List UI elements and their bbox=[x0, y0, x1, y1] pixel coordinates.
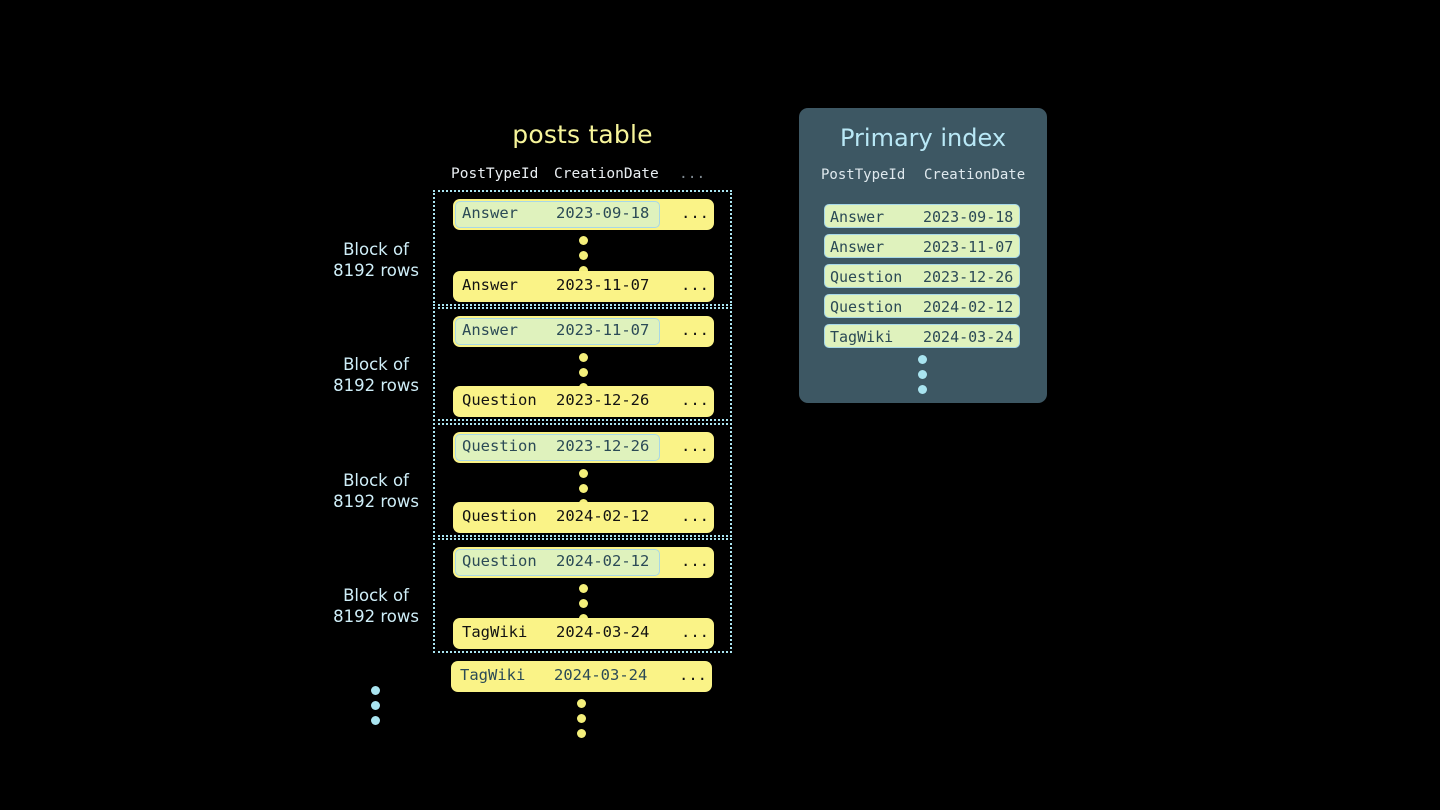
cell-creationdate: 2023-11-07 bbox=[923, 238, 1014, 256]
cell-posttypeid: Question bbox=[462, 437, 537, 455]
block-label-4: Block of 8192 rows bbox=[306, 585, 446, 627]
block-label-line2: 8192 rows bbox=[333, 261, 419, 280]
block-label-3: Block of 8192 rows bbox=[306, 470, 446, 512]
cell-creationdate: 2024-02-12 bbox=[556, 552, 650, 570]
block-label-1: Block of 8192 rows bbox=[306, 239, 446, 281]
cell-posttypeid: Question bbox=[462, 552, 537, 570]
index-row: Answer 2023-11-07 bbox=[824, 234, 1020, 258]
cell-more: ... bbox=[679, 666, 707, 684]
block-label-line2: 8192 rows bbox=[333, 492, 419, 511]
table-row: Question 2024-02-12 ... bbox=[453, 502, 714, 533]
cell-creationdate: 2023-11-07 bbox=[556, 276, 650, 294]
cell-posttypeid: TagWiki bbox=[460, 666, 526, 684]
cell-creationdate: 2024-03-24 bbox=[554, 666, 648, 684]
cell-creationdate: 2024-03-24 bbox=[923, 328, 1014, 346]
block-label-line1: Block of bbox=[343, 471, 409, 490]
posts-table-section: posts table PostTypeId CreationDate ... … bbox=[306, 120, 732, 744]
table-row: Answer 2023-09-18 ... bbox=[453, 199, 714, 230]
cell-more: ... bbox=[681, 204, 709, 222]
cell-posttypeid: Question bbox=[830, 268, 903, 286]
table-row: Question 2023-12-26 ... bbox=[453, 432, 714, 463]
block-3: Question 2023-12-26 ... Question 2024-02… bbox=[433, 423, 732, 537]
primary-index-column-headers: PostTypeId CreationDate bbox=[821, 167, 1027, 187]
posts-table-column-headers: PostTypeId CreationDate ... bbox=[451, 166, 712, 186]
cell-creationdate: 2023-09-18 bbox=[923, 208, 1014, 226]
cell-posttypeid: Answer bbox=[462, 276, 518, 294]
cell-creationdate: 2023-12-26 bbox=[556, 437, 650, 455]
page-title: posts table bbox=[512, 120, 653, 149]
index-row: Question 2023-12-26 bbox=[824, 264, 1020, 288]
table-row: Question 2024-02-12 ... bbox=[453, 547, 714, 578]
column-header-posttypeid: PostTypeId bbox=[451, 166, 539, 182]
cell-more: ... bbox=[681, 623, 709, 641]
index-row: TagWiki 2024-03-24 bbox=[824, 324, 1020, 348]
table-row: Question 2023-12-26 ... bbox=[453, 386, 714, 417]
column-header-posttypeid: PostTypeId bbox=[821, 167, 906, 183]
index-key-highlight bbox=[455, 434, 660, 461]
cell-posttypeid: Question bbox=[462, 507, 537, 525]
cell-creationdate: 2023-11-07 bbox=[556, 321, 650, 339]
cell-more: ... bbox=[681, 437, 709, 455]
table-row-trailing: TagWiki 2024-03-24 ... bbox=[451, 661, 712, 692]
block-label-2: Block of 8192 rows bbox=[306, 354, 446, 396]
block-1: Answer 2023-09-18 ... Answer 2023-11-07 … bbox=[433, 190, 732, 306]
index-row: Answer 2023-09-18 bbox=[824, 204, 1020, 228]
table-row: TagWiki 2024-03-24 ... bbox=[453, 618, 714, 649]
cell-creationdate: 2024-02-12 bbox=[556, 507, 650, 525]
index-key-highlight bbox=[455, 318, 660, 345]
cell-posttypeid: Question bbox=[830, 298, 903, 316]
column-header-more: ... bbox=[679, 166, 706, 182]
index-key-highlight bbox=[455, 201, 660, 228]
column-header-creationdate: CreationDate bbox=[554, 166, 659, 182]
blocks-ellipsis-dots bbox=[371, 686, 380, 731]
cell-more: ... bbox=[681, 276, 709, 294]
cell-posttypeid: Answer bbox=[462, 204, 518, 222]
cell-creationdate: 2023-09-18 bbox=[556, 204, 650, 222]
cell-more: ... bbox=[681, 552, 709, 570]
cell-posttypeid: Answer bbox=[830, 238, 885, 256]
cell-more: ... bbox=[681, 321, 709, 339]
index-ellipsis-dots bbox=[918, 355, 927, 400]
primary-index-panel: Primary index PostTypeId CreationDate An… bbox=[799, 108, 1047, 403]
index-row: Question 2024-02-12 bbox=[824, 294, 1020, 318]
index-key-highlight bbox=[455, 549, 660, 576]
cell-more: ... bbox=[681, 507, 709, 525]
cell-creationdate: 2024-02-12 bbox=[923, 298, 1014, 316]
column-header-creationdate: CreationDate bbox=[924, 167, 1026, 183]
cell-posttypeid: Question bbox=[462, 391, 537, 409]
cell-posttypeid: Answer bbox=[830, 208, 885, 226]
cell-posttypeid: TagWiki bbox=[462, 623, 528, 641]
cell-posttypeid: Answer bbox=[462, 321, 518, 339]
primary-index-title: Primary index bbox=[839, 124, 1007, 152]
row-ellipsis-dots bbox=[579, 236, 588, 281]
cell-posttypeid: TagWiki bbox=[830, 328, 894, 346]
block-4: Question 2024-02-12 ... TagWiki 2024-03-… bbox=[433, 538, 732, 653]
table-row: Answer 2023-11-07 ... bbox=[453, 271, 714, 302]
block-label-line2: 8192 rows bbox=[333, 607, 419, 626]
table-row: Answer 2023-11-07 ... bbox=[453, 316, 714, 347]
block-label-line2: 8192 rows bbox=[333, 376, 419, 395]
block-2: Answer 2023-11-07 ... Question 2023-12-2… bbox=[433, 307, 732, 421]
table-ellipsis-dots bbox=[577, 699, 586, 744]
block-label-line1: Block of bbox=[343, 586, 409, 605]
block-label-line1: Block of bbox=[343, 240, 409, 259]
block-label-line1: Block of bbox=[343, 355, 409, 374]
cell-creationdate: 2023-12-26 bbox=[556, 391, 650, 409]
cell-more: ... bbox=[681, 391, 709, 409]
cell-creationdate: 2024-03-24 bbox=[556, 623, 650, 641]
cell-creationdate: 2023-12-26 bbox=[923, 268, 1014, 286]
